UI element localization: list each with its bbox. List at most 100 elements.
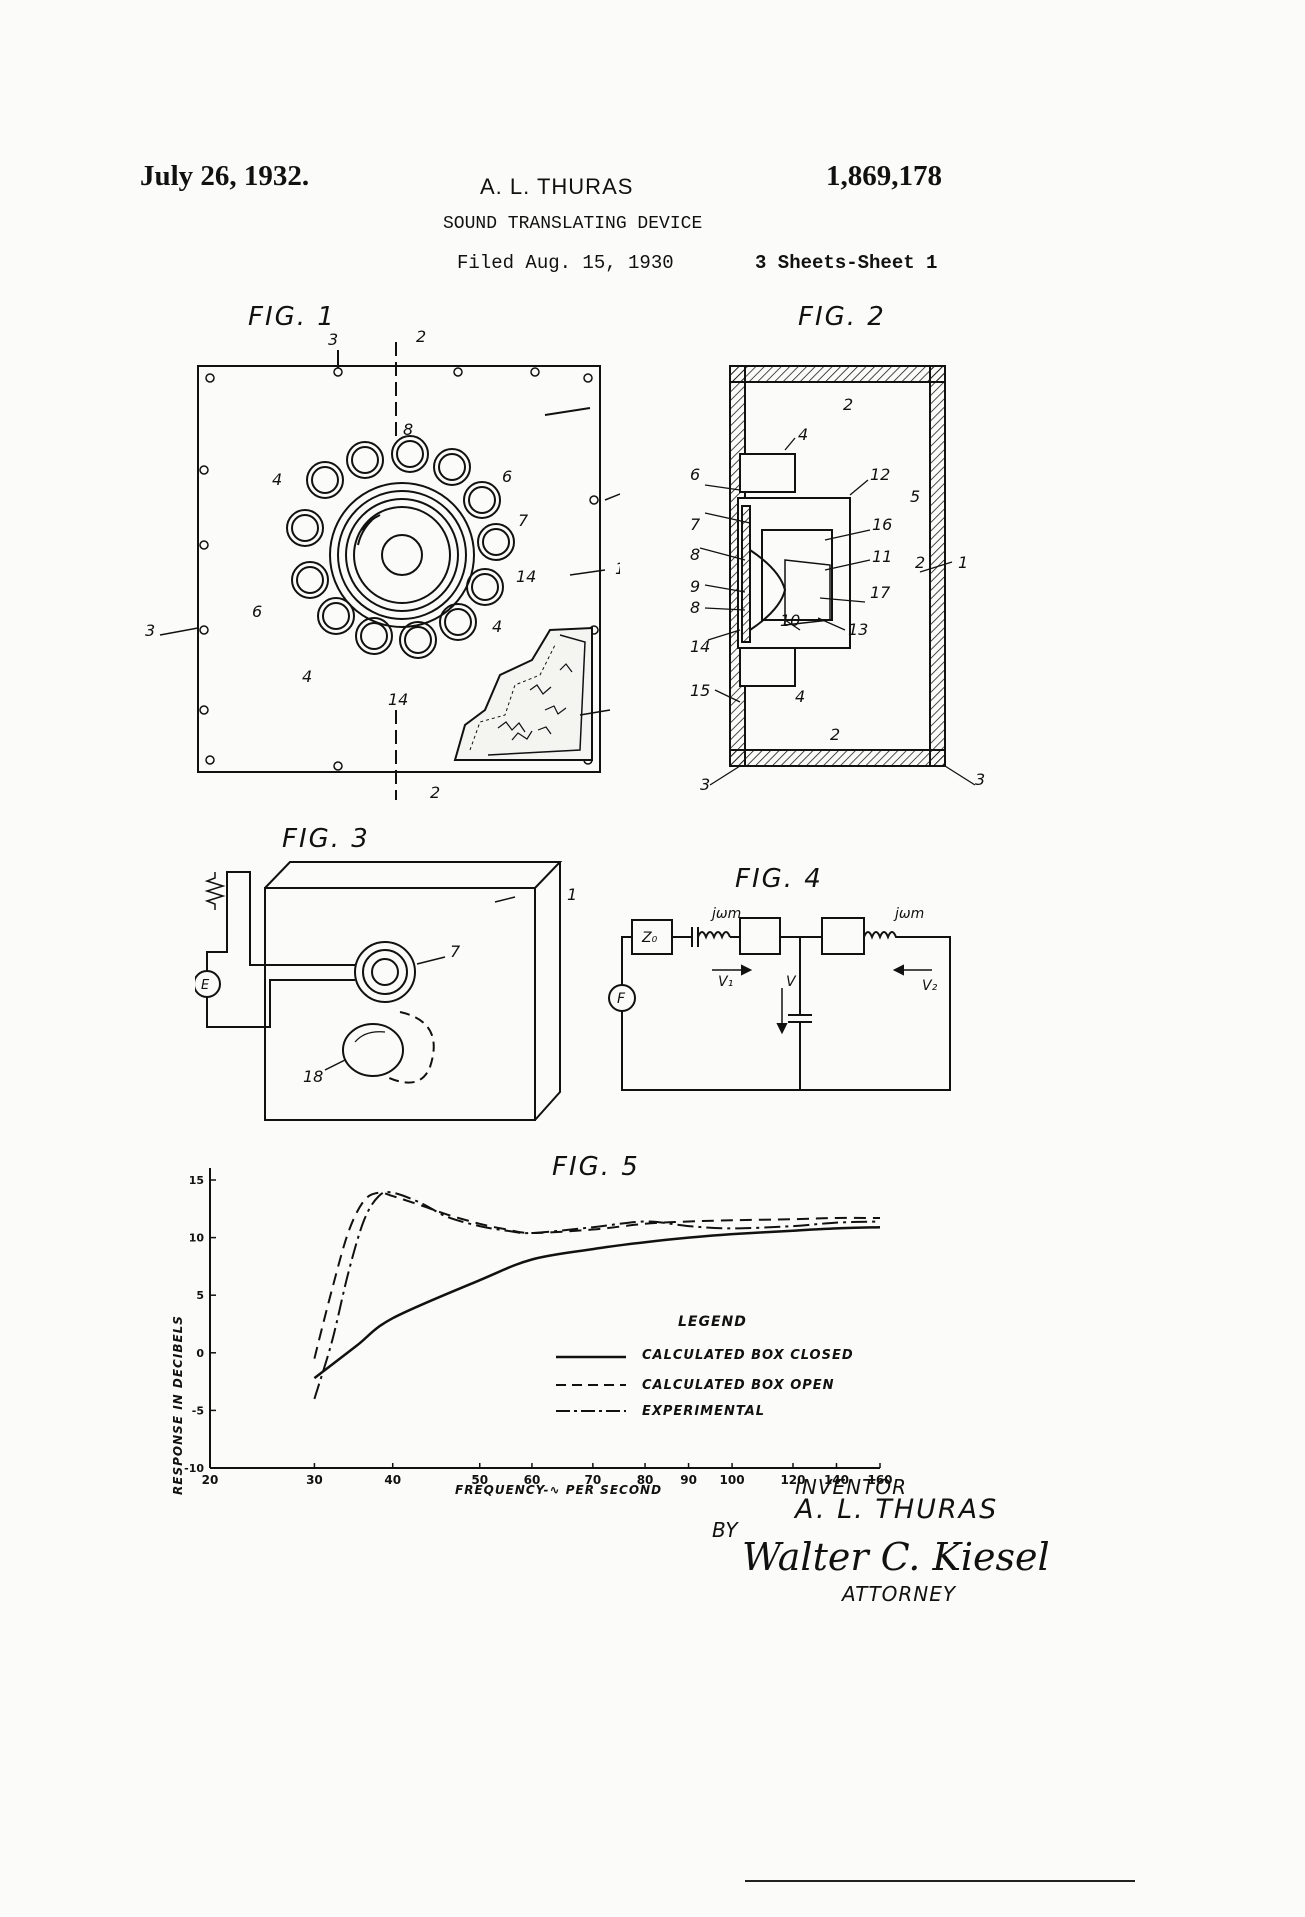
svg-text:2: 2 xyxy=(416,330,426,346)
svg-text:3: 3 xyxy=(975,770,985,789)
svg-text:14: 14 xyxy=(516,567,536,586)
svg-text:14: 14 xyxy=(690,637,710,656)
svg-text:8: 8 xyxy=(690,598,700,617)
fig5-y-tick-label: 5 xyxy=(196,1289,204,1302)
fig5-x-tick-label: 70 xyxy=(585,1473,602,1487)
svg-text:2: 2 xyxy=(430,783,440,802)
fig3-label: FIG. 3 xyxy=(282,824,370,854)
fig4-jwm-left: jωm xyxy=(710,906,741,922)
fig5-y-tick-label: 10 xyxy=(189,1232,205,1245)
fig4-force-source xyxy=(608,984,636,1012)
fig1-panel-outline xyxy=(197,365,601,773)
fig3-source-e xyxy=(195,970,221,998)
fig5-y-tick-label: 15 xyxy=(189,1174,204,1187)
svg-text:5: 5 xyxy=(910,487,920,506)
svg-text:3: 3 xyxy=(700,775,710,794)
legend-item-experimental: EXPERIMENTAL xyxy=(642,1404,766,1419)
filed-date: Filed Aug. 15, 1930 xyxy=(457,252,674,274)
svg-text:12: 12 xyxy=(870,465,890,484)
legend-item-closed: CALCULATED BOX CLOSED xyxy=(642,1348,854,1363)
svg-text:7: 7 xyxy=(450,942,461,961)
fig5-x-axis-label: FREQUENCY-∿ PER SECOND xyxy=(455,1483,662,1497)
svg-text:8: 8 xyxy=(403,420,413,439)
fig3-drawing: E 7 1 18 xyxy=(195,861,577,1121)
svg-text:4: 4 xyxy=(272,470,282,489)
patent-number: 1,869,178 xyxy=(826,160,942,192)
fig5-legend-swatches xyxy=(556,1355,626,1412)
attorney-signature: Walter C. Kiesel xyxy=(742,1535,1050,1579)
fig5-x-tick-label: 80 xyxy=(637,1473,654,1487)
footer-rule xyxy=(745,1880,1135,1882)
fig5-x-tick-label: 60 xyxy=(524,1473,541,1487)
svg-text:2: 2 xyxy=(830,725,840,744)
svg-text:8: 8 xyxy=(690,545,700,564)
inventor-name: A. L. THURAS xyxy=(795,1494,999,1525)
fig5-x-tick-label: 20 xyxy=(202,1473,219,1487)
fig5-series-dashed xyxy=(313,1191,881,1359)
svg-text:3: 3 xyxy=(145,621,155,640)
svg-text:9: 9 xyxy=(690,577,700,596)
fig4-label: FIG. 4 xyxy=(735,864,823,894)
fig2-drawing: 2 4 6 12 7 16 5 8 11 2 1 9 17 8 10 13 14… xyxy=(690,365,985,794)
svg-text:4: 4 xyxy=(492,617,502,636)
svg-text:6: 6 xyxy=(690,465,700,484)
fig5-x-tick-label: 140 xyxy=(824,1473,849,1487)
sheet-count: 3 Sheets-Sheet 1 xyxy=(755,252,938,274)
fig4-v1: V₁ xyxy=(718,974,733,990)
svg-text:15: 15 xyxy=(690,681,710,700)
fig5-x-tick-label: 100 xyxy=(720,1473,745,1487)
fig4-v2: V₂ xyxy=(922,978,938,994)
fig1-label: FIG. 1 xyxy=(248,302,336,332)
fig5-x-tick-label: 160 xyxy=(867,1473,892,1487)
fig5-y-tick-label: -5 xyxy=(192,1404,204,1417)
fig2-reference-numerals: 2 4 6 12 7 16 5 8 11 2 1 9 17 8 10 13 14… xyxy=(690,395,985,794)
svg-text:6: 6 xyxy=(252,602,262,621)
svg-text:4: 4 xyxy=(795,687,805,706)
fig4-transformer-right xyxy=(821,917,865,955)
fig5-y-tick-label: -10 xyxy=(184,1462,204,1475)
fig5-x-tick-label: 50 xyxy=(471,1473,488,1487)
by-label: BY xyxy=(712,1518,738,1542)
fig1-drawing: 3 2 15 8 4 6 7 3 14 1 6 4 4 14 2 3 2 xyxy=(145,330,620,802)
fig1-reference-numerals: 3 2 15 8 4 6 7 3 14 1 6 4 4 14 2 3 2 xyxy=(145,330,620,802)
svg-text:1: 1 xyxy=(615,559,620,578)
inventor-label: INVENTOR xyxy=(795,1475,907,1499)
svg-text:11: 11 xyxy=(872,547,892,566)
fig2-label: FIG. 2 xyxy=(798,302,886,332)
svg-text:4: 4 xyxy=(302,667,312,686)
fig5-x-tick-label: 30 xyxy=(306,1473,323,1487)
fig4-f: F xyxy=(617,991,626,1007)
inventor-header: A. L. THURAS xyxy=(480,174,634,199)
patent-title: SOUND TRANSLATING DEVICE xyxy=(443,214,703,234)
svg-text:17: 17 xyxy=(870,583,891,602)
svg-text:1: 1 xyxy=(567,885,577,904)
fig4-drawing: Z₀ jωm jωm V₁ V₂ V F xyxy=(608,906,951,1091)
fig5-series-solid xyxy=(313,1225,881,1380)
svg-text:13: 13 xyxy=(848,620,868,639)
svg-text:7: 7 xyxy=(518,511,529,530)
fig5-x-tick-label: 90 xyxy=(680,1473,697,1487)
fig5-y-tick-label: 0 xyxy=(196,1347,204,1360)
fig5-x-tick-label: 40 xyxy=(384,1473,401,1487)
fig5-y-axis-label: RESPONSE IN DECIBELS xyxy=(171,1315,185,1495)
svg-text:2: 2 xyxy=(843,395,853,414)
svg-text:4: 4 xyxy=(798,425,808,444)
fig4-jwm-right: jωm xyxy=(893,906,924,922)
svg-text:7: 7 xyxy=(690,515,701,534)
fig4-transformer-left xyxy=(739,917,781,955)
fig5-legend-title: LEGEND xyxy=(678,1314,747,1330)
svg-text:18: 18 xyxy=(303,1067,323,1086)
fig5-label: FIG. 5 xyxy=(552,1152,640,1182)
svg-text:2: 2 xyxy=(915,553,925,572)
legend-item-open: CALCULATED BOX OPEN xyxy=(642,1378,835,1393)
svg-text:3: 3 xyxy=(328,330,338,349)
fig4-v: V xyxy=(786,974,797,990)
fig3-e-label: E xyxy=(201,978,210,993)
fig5-x-tick-label: 120 xyxy=(780,1473,805,1487)
fig5-series-dashdot xyxy=(313,1191,881,1400)
fig4-z0-label: Z₀ xyxy=(641,930,658,946)
attorney-label: ATTORNEY xyxy=(842,1582,957,1606)
svg-text:1: 1 xyxy=(958,553,968,572)
svg-text:14: 14 xyxy=(388,690,408,709)
